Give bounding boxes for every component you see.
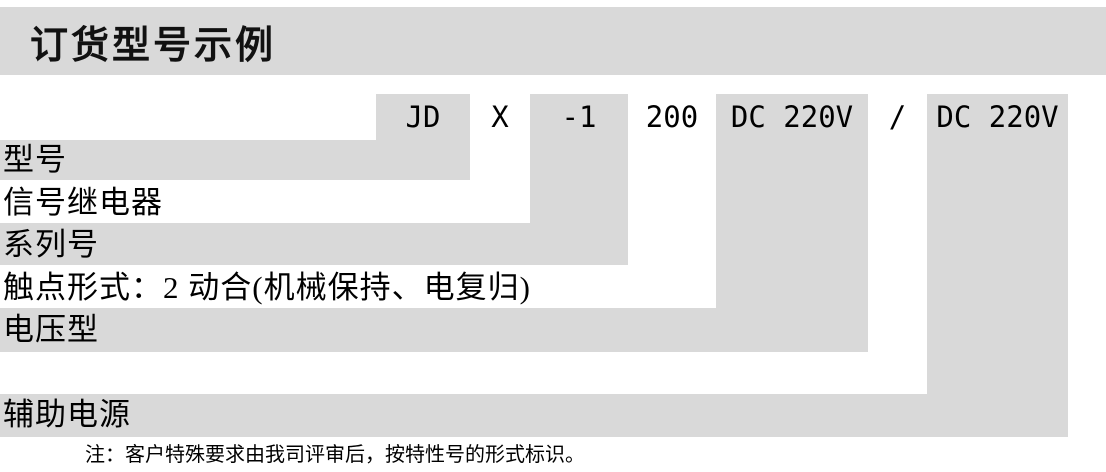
row-label-model: 型号 (3, 142, 67, 177)
row-label-series: 系列号 (3, 227, 99, 262)
shade-bar-voltage (0, 308, 868, 352)
code-part-model: JD (405, 100, 441, 134)
row-label-contact-form: 触点形式：2 动合(机械保持、电复归) (3, 270, 531, 305)
code-part-separator: / (888, 100, 907, 134)
footnote: 注：客户特殊要求由我司评审后，按特性号的形式标识。 (85, 444, 585, 466)
code-part-series: -1 (561, 100, 597, 134)
row-label-relay-type: 信号继电器 (3, 185, 163, 220)
shade-column-aux-supply (927, 94, 1068, 437)
code-part-relay-type: X (491, 100, 509, 134)
row-label-voltage: 电压型 (3, 312, 99, 347)
shade-bar-series (0, 223, 628, 265)
section-title-bar: 订货型号示例 (0, 7, 1106, 75)
code-part-contact-form: 200 (645, 100, 699, 134)
shade-bar-aux-supply (0, 394, 1068, 437)
shade-bar-model (0, 140, 470, 180)
code-part-aux-supply: DC 220V (936, 100, 1059, 134)
code-part-voltage: DC 220V (730, 100, 854, 134)
row-label-aux-supply: 辅助电源 (3, 397, 131, 432)
page-title: 订货型号示例 (30, 24, 277, 67)
